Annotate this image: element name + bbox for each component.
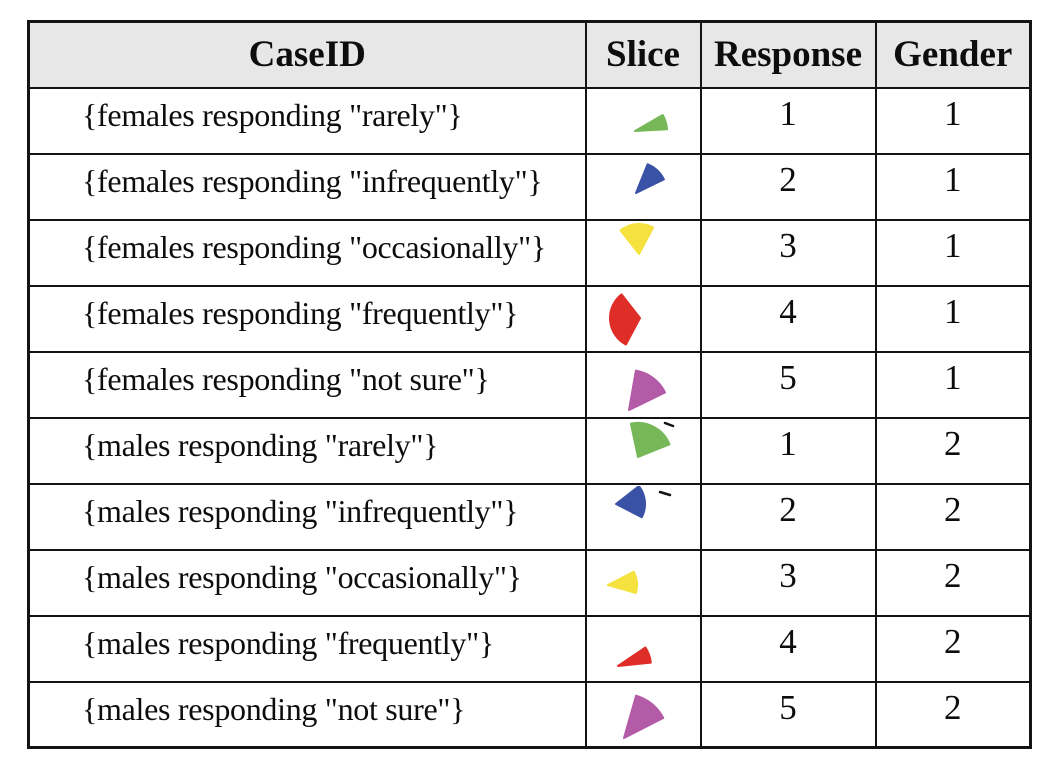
col-header-gender: Gender (874, 20, 1032, 89)
table-row: {females responding "frequently"} 4 1 (27, 284, 1032, 353)
slice-cell (584, 482, 702, 551)
gender-cell: 2 (874, 614, 1032, 683)
gender-cell: 2 (874, 482, 1032, 551)
table-row: {males responding "frequently"} 4 2 (27, 614, 1032, 683)
response-cell: 3 (699, 218, 877, 287)
caseid-cell: {males responding "not sure"} (27, 680, 587, 749)
table-row: {males responding "not sure"} 5 2 (27, 680, 1032, 749)
caseid-cell: {males responding "occasionally"} (27, 548, 587, 617)
slice-cell (584, 548, 702, 617)
slice-cell (584, 680, 702, 749)
caseid-cell: {females responding "infrequently"} (27, 152, 587, 221)
caseid-cell: {females responding "occasionally"} (27, 218, 587, 287)
caseid-cell: {males responding "frequently"} (27, 614, 587, 683)
table-row: {males responding "infrequently"} 2 2 (27, 482, 1032, 551)
table-header: CaseID Slice Response Gender (27, 20, 1032, 89)
response-cell: 4 (699, 614, 877, 683)
response-cell: 1 (699, 86, 877, 155)
pie-slice-icon (629, 421, 674, 458)
caseid-cell: {males responding "infrequently"} (27, 482, 587, 551)
col-header-caseid: CaseID (27, 20, 587, 89)
table-body: {females responding "rarely"} 1 1 {femal… (27, 86, 1032, 749)
col-header-slice: Slice (584, 20, 702, 89)
table-row: {females responding "infrequently"} 2 1 (27, 152, 1032, 221)
gender-cell: 1 (874, 152, 1032, 221)
pie-slice-icon (614, 485, 671, 518)
gender-cell: 1 (874, 350, 1032, 419)
pie-slice-icon (608, 292, 641, 345)
slice-cell (584, 416, 702, 485)
pie-slice-icon (627, 369, 666, 411)
slice-cell (584, 86, 702, 155)
gender-cell: 1 (874, 86, 1032, 155)
gender-cell: 2 (874, 416, 1032, 485)
pie-slice-icon (619, 222, 654, 255)
table-row: {males responding "occasionally"} 3 2 (27, 548, 1032, 617)
col-header-response: Response (699, 20, 877, 89)
icon-plot-table-container: CaseID Slice Response Gender {females re… (27, 20, 1032, 749)
header-row: CaseID Slice Response Gender (27, 20, 1032, 89)
response-cell: 5 (699, 350, 877, 419)
table-row: {females responding "rarely"} 1 1 (27, 86, 1032, 155)
gender-cell: 2 (874, 680, 1032, 749)
slice-cell (584, 218, 702, 287)
pie-slice-icon (633, 113, 668, 132)
response-cell: 2 (699, 482, 877, 551)
pie-slice-icon (622, 694, 664, 739)
gender-cell: 2 (874, 548, 1032, 617)
data-table: CaseID Slice Response Gender {females re… (27, 20, 1032, 749)
response-cell: 1 (699, 416, 877, 485)
slice-cell (584, 350, 702, 419)
gender-cell: 1 (874, 284, 1032, 353)
gender-cell: 1 (874, 218, 1032, 287)
response-cell: 5 (699, 680, 877, 749)
pie-slice-icon (606, 570, 638, 594)
slice-cell (584, 152, 702, 221)
slice-cell (584, 284, 702, 353)
response-cell: 2 (699, 152, 877, 221)
slice-cell (584, 614, 702, 683)
table-row: {males responding "rarely"} 1 2 (27, 416, 1032, 485)
pie-slice-icon (634, 162, 665, 194)
pie-slice-icon (616, 646, 652, 667)
table-row: {females responding "not sure"} 5 1 (27, 350, 1032, 419)
caseid-cell: {females responding "frequently"} (27, 284, 587, 353)
response-cell: 3 (699, 548, 877, 617)
caseid-cell: {females responding "not sure"} (27, 350, 587, 419)
caseid-cell: {males responding "rarely"} (27, 416, 587, 485)
table-row: {females responding "occasionally"} 3 1 (27, 218, 1032, 287)
response-cell: 4 (699, 284, 877, 353)
caseid-cell: {females responding "rarely"} (27, 86, 587, 155)
